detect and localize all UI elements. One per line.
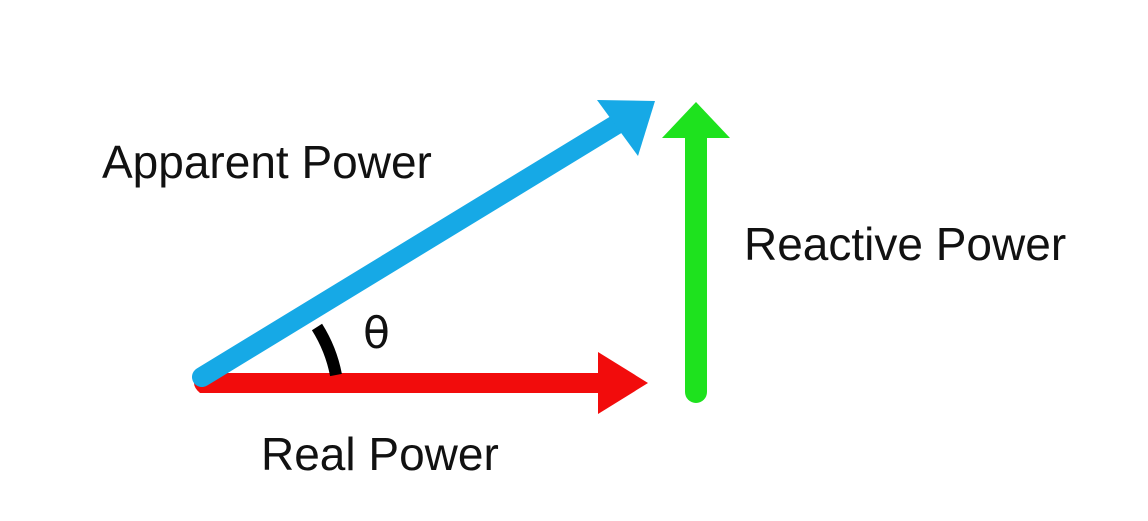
real-power-arrow xyxy=(194,352,648,414)
reactive-power-label: Reactive Power xyxy=(744,218,1066,270)
apparent-power-arrowhead xyxy=(597,100,655,156)
apparent-power-shaft xyxy=(192,111,632,387)
real-power-arrowhead xyxy=(598,352,648,414)
apparent-power-arrow xyxy=(192,100,655,387)
apparent-power-label: Apparent Power xyxy=(102,136,432,188)
real-power-label: Real Power xyxy=(261,428,499,480)
reactive-power-arrowhead xyxy=(662,102,730,138)
reactive-power-arrow xyxy=(662,102,730,403)
real-power-shaft xyxy=(194,373,604,393)
angle-theta-label: θ xyxy=(363,308,390,359)
angle-arc xyxy=(311,323,342,377)
